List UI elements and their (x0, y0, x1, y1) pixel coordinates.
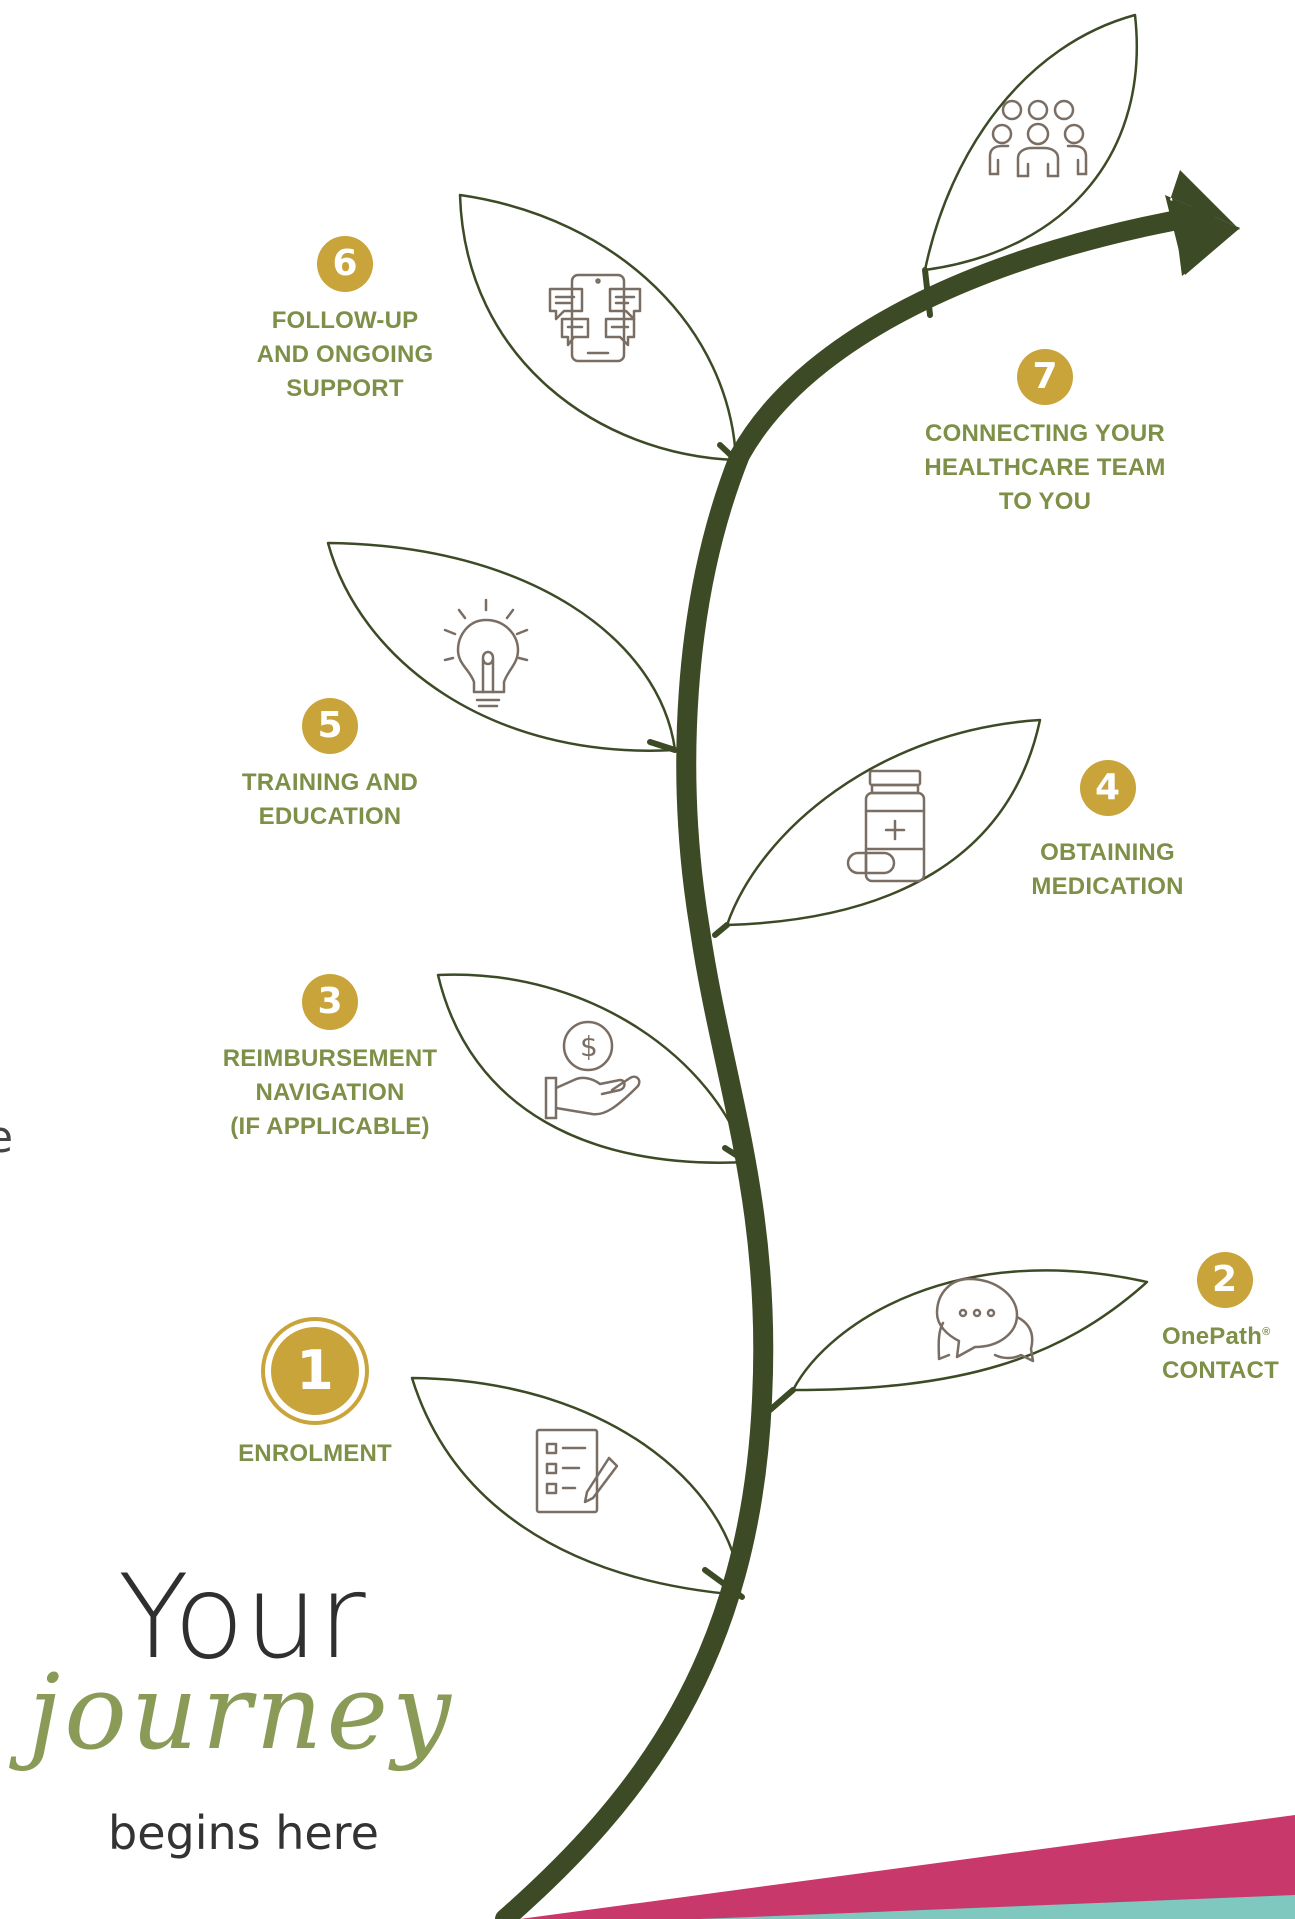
lightbulb-icon (443, 598, 529, 708)
step-6-label-line: AND ONGOING (256, 341, 434, 368)
leaf-step-6 (458, 193, 738, 462)
step-6-label: FOLLOW-UP AND ONGOING SUPPORT (225, 304, 465, 406)
leaf-stalk-7 (922, 267, 933, 318)
checklist-icon (535, 1428, 619, 1514)
pink-accent-band (520, 1815, 1295, 1919)
step-4-number-badge: 4 (1079, 760, 1136, 816)
step-6: 6 FOLLOW-UP AND ONGOING SUPPORT (225, 236, 465, 406)
step-3-label-line: REIMBURSEMENT (222, 1045, 438, 1072)
step-5-label-line: TRAINING AND (241, 769, 419, 796)
team-icon (988, 99, 1088, 178)
step-6-label-line: FOLLOW-UP (271, 307, 419, 334)
step-3-label-line: NAVIGATION (255, 1079, 405, 1106)
cropped-text-fragment: e (0, 1112, 13, 1163)
step-5-label-line: EDUCATION (258, 803, 402, 830)
leaf-step-4 (725, 718, 1042, 927)
step-3-number-badge: 3 (302, 974, 358, 1030)
step-2-label-line: OnePath (1162, 1323, 1263, 1350)
chat-bubbles-icon (935, 1277, 1035, 1363)
step-7-label-line: CONNECTING YOUR (925, 420, 1165, 447)
step-2-label-line: CONTACT (1162, 1357, 1279, 1384)
phone-messages-icon (548, 273, 642, 363)
step-1-number-badge: 1 (271, 1327, 359, 1415)
registered-mark: ® (1262, 1326, 1271, 1338)
step-6-label-line: SUPPORT (286, 375, 404, 402)
leaf-stalk-2 (767, 1387, 796, 1413)
title-journey: journey (28, 1651, 455, 1773)
title-begins-here: begins here (108, 1806, 379, 1860)
step-4-label: OBTAINING MEDICATION (1005, 836, 1210, 904)
leaf-step-5 (326, 541, 677, 752)
step-7-label-line: HEALTHCARE TEAM (924, 454, 1166, 481)
step-4-label-line: MEDICATION (1031, 873, 1184, 900)
step-5-label: TRAINING AND EDUCATION (210, 766, 450, 834)
step-2-label: OnePath® CONTACT (1142, 1320, 1295, 1388)
leaf-stalk-5 (647, 739, 678, 753)
leaf-step-1 (410, 1376, 742, 1597)
leaf-stalk-6 (717, 442, 741, 465)
step-1-label-line: ENROLMENT (238, 1440, 392, 1467)
title-your: Your (118, 1550, 366, 1685)
step-1: 1 ENROLMENT (205, 1327, 425, 1471)
leaf-stalk-3 (722, 1145, 750, 1165)
vine-stem (495, 205, 1215, 1919)
step-7-number-badge: 7 (1017, 349, 1073, 405)
step-4-label-line: OBTAINING (1040, 839, 1175, 866)
medicine-bottle-icon (846, 769, 926, 883)
leaf-step-2 (791, 1269, 1149, 1392)
step-5-number-badge: 5 (302, 698, 358, 754)
svg-text:$: $ (580, 1030, 598, 1063)
step-5: 5 TRAINING AND EDUCATION (210, 698, 450, 834)
hand-coin-icon: $ (544, 1020, 641, 1120)
step-1-label: ENROLMENT (205, 1437, 425, 1471)
leaf-stalk-1 (702, 1567, 745, 1600)
step-2: 2 OnePath® CONTACT (1142, 1252, 1295, 1388)
step-3-label-line: (IF APPLICABLE) (230, 1113, 430, 1140)
step-7-label: CONNECTING YOUR HEALTHCARE TEAM TO YOU (900, 417, 1190, 519)
step-4: 4 OBTAINING MEDICATION (1005, 760, 1210, 904)
leaf-stalk-4 (712, 922, 730, 938)
step-3-label: REIMBURSEMENT NAVIGATION (IF APPLICABLE) (200, 1042, 460, 1144)
step-2-number-badge: 2 (1196, 1252, 1253, 1308)
step-6-number-badge: 6 (317, 236, 373, 292)
step-7: 7 CONNECTING YOUR HEALTHCARE TEAM TO YOU (900, 349, 1190, 519)
arrow-tip (1172, 198, 1240, 276)
step-3: 3 REIMBURSEMENT NAVIGATION (IF APPLICABL… (200, 974, 460, 1144)
step-7-label-line: TO YOU (998, 488, 1092, 515)
